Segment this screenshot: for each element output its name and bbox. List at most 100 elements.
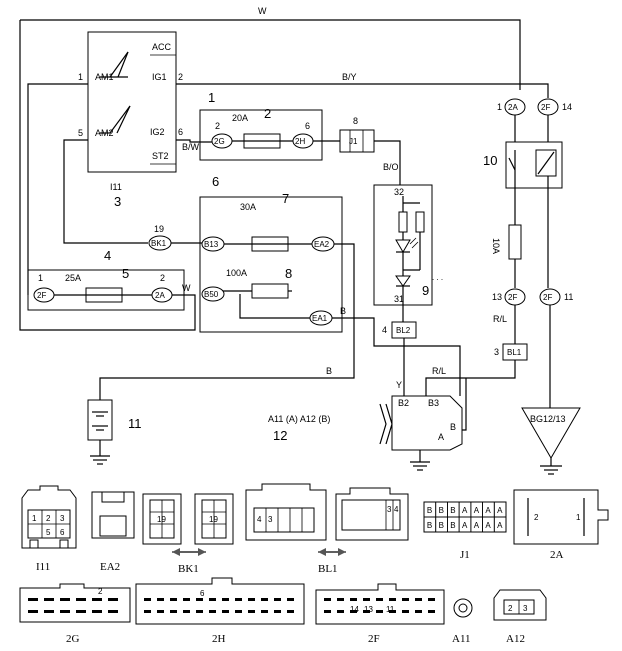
connector-2g: 2G: [214, 137, 225, 146]
connector-2f-pin-mid: 13: [492, 292, 502, 302]
pin-am1: AM1: [95, 72, 114, 82]
2f-slot: [337, 610, 344, 613]
a12-pin-2: 2: [508, 604, 513, 613]
2f-slot: [324, 610, 331, 613]
connector-bl1-pin: 3: [494, 347, 499, 357]
2f-slot: [337, 598, 344, 601]
j1-cell-label: A: [485, 521, 491, 530]
diode-pin-bot: 31: [394, 294, 404, 304]
2h-slot: [287, 598, 294, 601]
j1-cell-label: B: [427, 521, 432, 530]
fuse-20a-left-pin: 2: [215, 121, 220, 131]
2h-slot: [274, 610, 281, 613]
connector-2f-top-label: 2F: [541, 103, 550, 112]
connector-bl1: BL1: [507, 348, 522, 357]
2g-slot: [60, 598, 70, 601]
wire-label-fuse10-out: R/L: [493, 314, 507, 324]
ignition-switch: AM1 1 AM2 5 ACC IG1 2 IG2 6 ST2 I11: [78, 31, 183, 192]
i11-pin-1: 1: [32, 514, 37, 523]
connector-view-2g: 2 2G: [19, 583, 131, 645]
wire-label-battery: B: [326, 366, 332, 376]
wire-label-bl2-out: Y: [396, 380, 402, 390]
connector-2a: 2A: [508, 103, 518, 112]
connector-view-bk1: 19 19 BK1: [142, 493, 234, 575]
j1-cell-label: B: [439, 521, 444, 530]
ground-bg1213: BG12/13: [521, 407, 581, 475]
label-2g: 2G: [66, 633, 80, 645]
switch-id: I11: [110, 182, 122, 192]
callout-10: 10: [483, 153, 497, 168]
wire-label-fuse30: B: [340, 306, 346, 316]
2h-slot: [261, 598, 268, 601]
connector-2f-pin-top: 14: [562, 102, 572, 112]
2f-slot: [389, 598, 396, 601]
bl1-pin-a: 4: [257, 515, 262, 524]
connector-view-a11: A11: [452, 598, 473, 645]
wire-label-ig1: B/Y: [342, 72, 357, 82]
label-j1: J1: [460, 549, 470, 561]
wire-label-ig2: B/W: [182, 142, 200, 152]
2g-slot: [60, 610, 70, 613]
fuse-20a-box: 20A 2 6 2G 2H: [199, 109, 323, 161]
2f-slot: [415, 598, 422, 601]
2f-slot: [350, 598, 357, 601]
connector-view-ea2: EA2: [91, 491, 135, 573]
callout-1: 1: [208, 90, 215, 105]
2h-slot: [196, 598, 203, 601]
connector-view-a12: 2 3 A12: [493, 589, 547, 645]
callout-5: 5: [122, 266, 129, 281]
label-ea2: EA2: [100, 561, 120, 573]
2h-slot: [209, 598, 216, 601]
2f-slot: [376, 610, 383, 613]
fuse-30a-rating: 30A: [240, 202, 256, 212]
wire-label-feed-diode: B/O: [383, 162, 399, 172]
starter-b3: B3: [428, 398, 439, 408]
2f-slot: [376, 598, 383, 601]
wire-label-relay-a: R/L: [432, 366, 446, 376]
connector-ea2: EA2: [314, 240, 330, 249]
2h-slot: [183, 598, 190, 601]
2h-slot: [196, 610, 203, 613]
starter: B2 B3 A B: [379, 378, 467, 471]
dots-1: . . .: [432, 273, 443, 282]
2f-slot: [402, 598, 409, 601]
2h-slot: [157, 610, 164, 613]
connector-b13: B13: [204, 240, 219, 249]
bl1-pin-c: 3: [387, 505, 392, 514]
pin-ig2: IG2: [150, 127, 165, 137]
2f-pin-13: 13: [364, 605, 373, 614]
2h-slot: [144, 598, 151, 601]
2h-slot: [261, 610, 268, 613]
connector-2f-box: 2F: [37, 291, 46, 300]
callout-2: 2: [264, 106, 271, 121]
connector-bk1: BK1: [151, 239, 167, 248]
2f-slot: [428, 598, 435, 601]
callout-7: 7: [282, 191, 289, 206]
2h-slot: [183, 610, 190, 613]
j1-cell-label: A: [474, 521, 480, 530]
fuse-20a-rating: 20A: [232, 113, 248, 123]
pin-num-am2: 5: [78, 128, 83, 138]
callout-12: 12: [273, 428, 287, 443]
i11-pin-2: 2: [46, 514, 51, 523]
2g-pin: 2: [98, 587, 103, 596]
2g-slot: [28, 610, 38, 613]
2f-slot: [350, 610, 357, 613]
a12-pin-3: 3: [523, 604, 528, 613]
j1-cell-label: B: [427, 506, 432, 515]
i11-pin-6: 6: [60, 528, 65, 537]
2g-slot: [108, 598, 118, 601]
junction-j1: J1 8: [339, 116, 375, 153]
2g-slot: [44, 610, 54, 613]
connector-2a-top: 1 2A: [497, 98, 526, 142]
diode-box: 32 31: [373, 184, 433, 322]
2h-slot: [170, 610, 177, 613]
2h-slot: [170, 598, 177, 601]
2f-slot: [389, 610, 396, 613]
fuse-10a-rating: 10A: [491, 238, 501, 254]
connector-2f-pin-right: 11: [564, 292, 573, 302]
j1-cell-label: A: [462, 506, 468, 515]
label-2h: 2H: [212, 633, 226, 645]
j1-cell-label: A: [485, 506, 491, 515]
i11-pin-5: 5: [46, 528, 51, 537]
